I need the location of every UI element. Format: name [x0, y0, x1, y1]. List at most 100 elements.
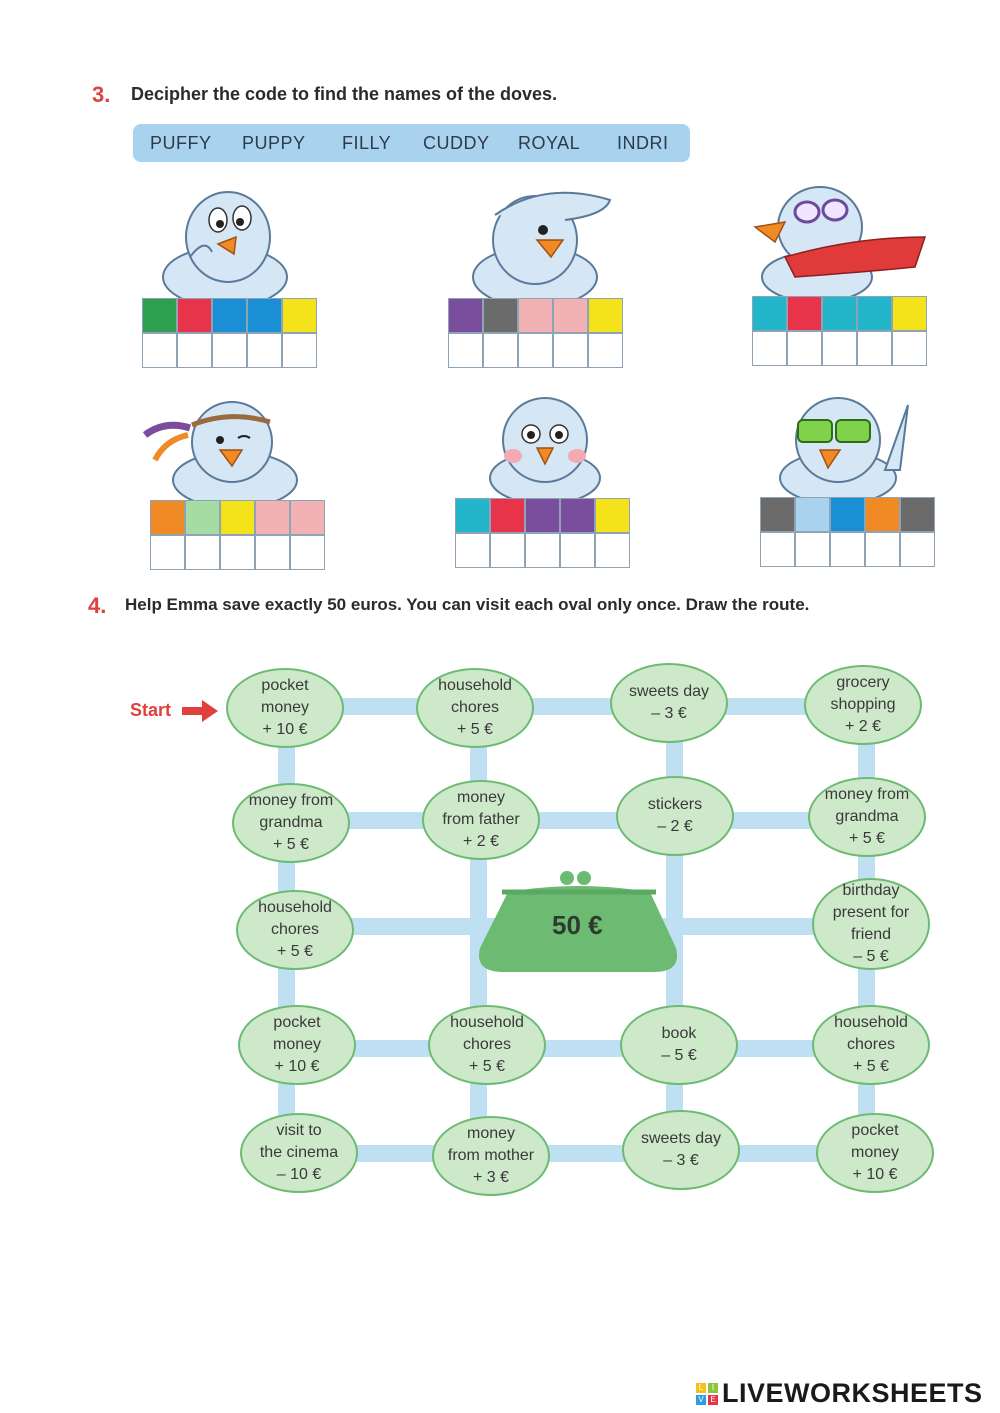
- purse-label: 50 €: [552, 910, 603, 940]
- color-cell: [787, 296, 822, 331]
- answer-box[interactable]: [255, 535, 290, 570]
- maze-oval-sweets-day[interactable]: sweets day – 3 €: [622, 1110, 740, 1190]
- color-cell: [525, 498, 560, 533]
- answer-box[interactable]: [595, 533, 630, 568]
- answer-box[interactable]: [830, 532, 865, 567]
- oval-text-line: money: [456, 789, 506, 806]
- color-cell: [247, 298, 282, 333]
- name-option: INDRI: [617, 132, 669, 153]
- answer-box[interactable]: [822, 331, 857, 366]
- logo-letter: I: [708, 1382, 718, 1393]
- oval-text-line: grocery: [836, 674, 890, 691]
- oval-text-line: chores: [462, 1036, 512, 1053]
- name-option: FILLY: [342, 132, 392, 153]
- answer-box[interactable]: [247, 333, 282, 368]
- color-cell: [518, 298, 553, 333]
- answer-box[interactable]: [892, 331, 927, 366]
- oval-text-line: money: [850, 1144, 900, 1161]
- answer-box[interactable]: [560, 533, 595, 568]
- exercise-3-number: 3.: [92, 82, 111, 107]
- color-cell: [822, 296, 857, 331]
- brand-name: LIVEWORKSHEETS: [722, 1378, 983, 1408]
- answer-box[interactable]: [518, 333, 553, 368]
- oval-text-line: birthday: [842, 882, 900, 899]
- answer-box[interactable]: [865, 532, 900, 567]
- start-arrow-icon: [182, 700, 218, 722]
- oval-text-line: visit to: [276, 1122, 322, 1139]
- oval-text-line: book: [661, 1025, 697, 1042]
- name-option: ROYAL: [518, 132, 581, 153]
- answer-box[interactable]: [483, 333, 518, 368]
- color-cell: [290, 500, 325, 535]
- exercise-4-number: 4.: [88, 593, 107, 618]
- color-cell: [830, 497, 865, 532]
- oval-text-line: sweets day: [628, 683, 710, 700]
- oval-text-line: money: [272, 1036, 322, 1053]
- dove-illustration-1: [162, 191, 288, 300]
- maze-oval-stickers[interactable]: stickers– 2 €: [616, 776, 734, 856]
- color-cell: [142, 298, 177, 333]
- answer-box[interactable]: [290, 535, 325, 570]
- color-code-grid-1: [142, 298, 317, 368]
- color-cell: [760, 497, 795, 532]
- answer-box[interactable]: [177, 333, 212, 368]
- color-cell: [212, 298, 247, 333]
- oval-text-line: friend: [850, 926, 892, 943]
- color-code-grid-2: [448, 298, 623, 368]
- answer-box[interactable]: [150, 535, 185, 570]
- answer-box[interactable]: [142, 333, 177, 368]
- answer-box[interactable]: [282, 333, 317, 368]
- oval-text-line: + 2 €: [462, 833, 500, 850]
- answer-box[interactable]: [490, 533, 525, 568]
- maze-oval-sweets-day[interactable]: sweets day – 3 €: [610, 663, 728, 743]
- oval-text-line: grandma: [835, 808, 899, 825]
- answer-box[interactable]: [448, 333, 483, 368]
- color-cell: [865, 497, 900, 532]
- answer-box[interactable]: [795, 532, 830, 567]
- answer-box[interactable]: [900, 532, 935, 567]
- answer-box[interactable]: [185, 535, 220, 570]
- answer-box[interactable]: [752, 331, 787, 366]
- oval-text-line: sweets day: [640, 1130, 722, 1147]
- oval-text-line: – 3 €: [651, 705, 687, 722]
- oval-text-line: chores: [270, 921, 320, 938]
- answer-box[interactable]: [787, 331, 822, 366]
- color-cell: [857, 296, 892, 331]
- oval-text-line: – 3 €: [663, 1152, 699, 1169]
- oval-text-line: + 5 €: [272, 836, 310, 853]
- answer-box[interactable]: [760, 532, 795, 567]
- color-cell: [595, 498, 630, 533]
- logo-icon: L I V E: [696, 1382, 718, 1405]
- answer-box[interactable]: [857, 331, 892, 366]
- answer-box[interactable]: [455, 533, 490, 568]
- oval-text-line: money: [260, 699, 310, 716]
- maze-path: [295, 1040, 873, 1057]
- oval-text-line: shopping: [830, 696, 896, 713]
- answer-box[interactable]: [525, 533, 560, 568]
- oval-text-line: household: [258, 899, 332, 916]
- names-bar: PUFFY PUPPY FILLY CUDDY ROYAL INDRI: [133, 124, 690, 162]
- answer-box[interactable]: [212, 333, 247, 368]
- oval-text-line: household: [834, 1014, 908, 1031]
- color-code-grid-6: [760, 497, 935, 567]
- oval-text-line: stickers: [647, 796, 703, 813]
- maze-oval-book[interactable]: book– 5 €: [620, 1005, 738, 1085]
- oval-text-line: the cinema: [259, 1144, 339, 1161]
- answer-box[interactable]: [220, 535, 255, 570]
- answer-box[interactable]: [553, 333, 588, 368]
- answer-box[interactable]: [588, 333, 623, 368]
